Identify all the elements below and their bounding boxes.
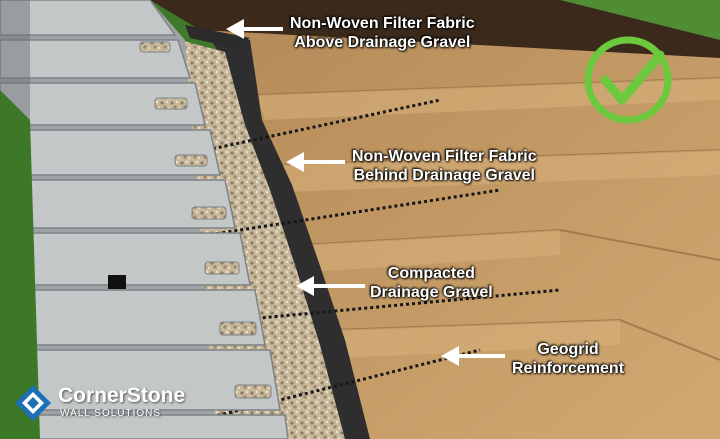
callout-fabric-above-gravel: Non-Woven Filter Fabric Above Drainage G… bbox=[290, 14, 475, 52]
arrow-left-icon bbox=[441, 346, 505, 366]
segmental-block-wall bbox=[0, 0, 289, 439]
check-circle-icon bbox=[584, 36, 672, 124]
callout-line: Behind Drainage Gravel bbox=[353, 167, 535, 184]
arrow-left-icon bbox=[286, 152, 345, 172]
callout-compacted-gravel: Compacted Drainage Gravel bbox=[370, 264, 493, 302]
callout-line: Reinforcement bbox=[512, 360, 625, 377]
filter-fabric-above-gravel bbox=[185, 25, 250, 48]
callout-line: Drainage Gravel bbox=[370, 284, 493, 301]
drain-pipe-outlet bbox=[108, 275, 126, 289]
cornerstone-logo: CornerStone WALL SOLUTIONS bbox=[14, 384, 204, 428]
logo-subtitle: WALL SOLUTIONS bbox=[60, 408, 162, 419]
callout-line: Non-Woven Filter Fabric bbox=[352, 148, 537, 165]
callout-line: Non-Woven Filter Fabric bbox=[290, 15, 475, 32]
top-soil-edge bbox=[150, 0, 720, 60]
callout-line: Above Drainage Gravel bbox=[294, 34, 471, 51]
geogrid-layer-2 bbox=[174, 188, 501, 242]
callout-arrows bbox=[226, 19, 505, 366]
arrow-left-icon bbox=[226, 19, 283, 39]
logo-name: CornerStone bbox=[58, 384, 186, 407]
cornerstone-logo-icon bbox=[15, 385, 51, 421]
callout-geogrid: Geogrid Reinforcement bbox=[512, 340, 624, 378]
callout-line: Geogrid bbox=[537, 341, 599, 358]
grass-left-slope bbox=[0, 90, 40, 439]
callout-fabric-behind-gravel: Non-Woven Filter Fabric Behind Drainage … bbox=[352, 147, 537, 185]
arrow-left-icon bbox=[296, 276, 365, 296]
soil-terrace-faces bbox=[255, 78, 720, 358]
callout-line: Compacted bbox=[387, 265, 475, 282]
